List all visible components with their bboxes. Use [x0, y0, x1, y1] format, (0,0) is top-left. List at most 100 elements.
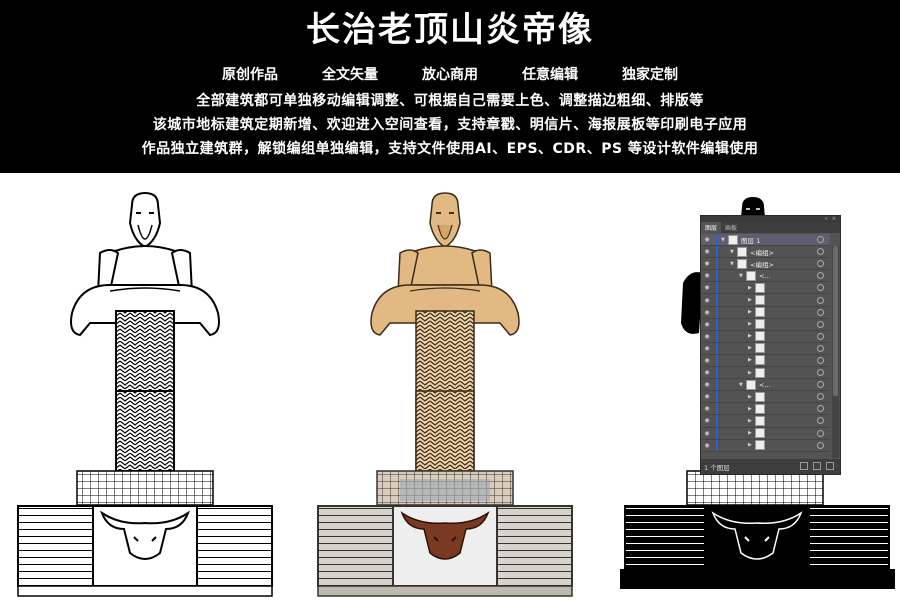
expand-toggle-icon[interactable]: ▶ — [748, 321, 752, 328]
expand-toggle-icon[interactable]: ▼ — [739, 272, 743, 279]
expand-toggle-icon[interactable]: ▼ — [739, 381, 743, 388]
panel-scrollbar[interactable] — [832, 246, 839, 458]
statue-silhouette — [615, 173, 895, 601]
layer-row[interactable]: ◉▶ — [701, 330, 830, 343]
visibility-eye-icon[interactable]: ◉ — [704, 236, 710, 244]
visibility-eye-icon[interactable]: ◉ — [704, 417, 710, 425]
delete-layer-icon[interactable] — [826, 462, 834, 470]
visibility-eye-icon[interactable]: ◉ — [704, 284, 710, 292]
layer-row[interactable]: ◉▶ — [701, 294, 830, 307]
visibility-eye-icon[interactable]: ◉ — [704, 248, 710, 256]
layer-thumbnail — [746, 270, 756, 281]
visibility-eye-icon[interactable]: ◉ — [704, 260, 710, 268]
panel-titlebar[interactable]: « × — [701, 216, 840, 222]
expand-toggle-icon[interactable]: ▶ — [748, 284, 752, 291]
layer-row[interactable]: ◉▶ — [701, 282, 830, 295]
target-circle-icon[interactable] — [817, 344, 824, 352]
target-circle-icon[interactable] — [817, 248, 824, 256]
feature-vector: 全文矢量 — [322, 67, 378, 83]
target-circle-icon[interactable] — [817, 272, 824, 280]
target-circle-icon[interactable] — [817, 405, 824, 413]
expand-toggle-icon[interactable]: ▶ — [748, 357, 752, 364]
expand-toggle-icon[interactable]: ▶ — [748, 369, 752, 376]
layer-count: 1 个图层 — [704, 463, 730, 472]
expand-toggle-icon[interactable]: ▶ — [748, 430, 752, 437]
layer-color-bar — [716, 367, 718, 379]
target-circle-icon[interactable] — [817, 441, 824, 449]
target-circle-icon[interactable] — [817, 417, 824, 425]
new-sublayer-icon[interactable] — [800, 462, 808, 470]
target-circle-icon[interactable] — [817, 236, 824, 244]
layer-row[interactable]: ◉▶ — [701, 354, 830, 368]
expand-toggle-icon[interactable]: ▶ — [748, 417, 752, 424]
layer-thumbnail — [755, 415, 765, 426]
layer-row[interactable]: ◉▶ — [701, 415, 830, 428]
close-icon[interactable]: × — [831, 216, 836, 222]
target-circle-icon[interactable] — [817, 320, 824, 328]
layer-row[interactable]: ◉▶ — [701, 342, 830, 355]
layer-list: ◉▼图层 1◉▼<编组>◉▼<编组>◉▼<...◉▶◉▶◉▶◉▶◉▶◉▶◉▶◉▶… — [701, 234, 830, 452]
layer-row[interactable]: ◉▶ — [701, 306, 830, 319]
visibility-eye-icon[interactable]: ◉ — [704, 344, 710, 352]
layer-row[interactable]: ◉▶ — [701, 439, 830, 452]
expand-toggle-icon[interactable]: ▶ — [748, 442, 752, 449]
visibility-eye-icon[interactable]: ◉ — [704, 441, 710, 449]
layer-row[interactable]: ◉▶ — [701, 391, 830, 404]
layer-row[interactable]: ◉ ▼ <... — [701, 270, 830, 283]
layer-color-bar — [716, 439, 718, 451]
target-circle-icon[interactable] — [817, 284, 824, 292]
expand-toggle-icon[interactable]: ▶ — [748, 345, 752, 352]
visibility-eye-icon[interactable]: ◉ — [704, 296, 710, 304]
layer-label: <... — [759, 271, 771, 280]
layer-row[interactable]: ◉ ▼ <编组> — [701, 246, 830, 259]
tab-layers[interactable]: 图层 — [701, 222, 722, 233]
target-circle-icon[interactable] — [817, 381, 824, 389]
layer-row[interactable]: ◉▶ — [701, 427, 830, 440]
collapse-icon[interactable]: « — [824, 216, 828, 222]
target-circle-icon[interactable] — [817, 369, 824, 377]
layer-row[interactable]: ◉▶ — [701, 367, 830, 380]
expand-toggle-icon[interactable]: ▶ — [748, 333, 752, 340]
expand-toggle-icon[interactable]: ▼ — [730, 248, 734, 255]
layer-label: <编组> — [750, 248, 774, 257]
visibility-eye-icon[interactable]: ◉ — [704, 405, 710, 413]
visibility-eye-icon[interactable]: ◉ — [704, 356, 710, 364]
visibility-eye-icon[interactable]: ◉ — [704, 308, 710, 316]
scrollbar-thumb[interactable] — [833, 246, 838, 396]
expand-toggle-icon[interactable]: ▼ — [721, 236, 725, 243]
target-circle-icon[interactable] — [817, 260, 824, 268]
visibility-eye-icon[interactable]: ◉ — [704, 272, 710, 280]
description-line-3: 作品独立建筑群，解锁编组单独编辑，支持文件使用AI、EPS、CDR、PS 等设计… — [141, 141, 759, 157]
layer-color-bar — [716, 282, 718, 294]
statue-line-art — [10, 173, 280, 601]
description-line-2: 该城市地标建筑定期新增、欢迎进入空间查看，支持章戳、明信片、海报展板等印刷电子应… — [152, 117, 748, 133]
layer-row[interactable]: ◉▶ — [701, 318, 830, 331]
visibility-eye-icon[interactable]: ◉ — [704, 429, 710, 437]
target-circle-icon[interactable] — [817, 296, 824, 304]
visibility-eye-icon[interactable]: ◉ — [704, 369, 710, 377]
layers-panel[interactable]: « × 图层 画板 ◉▼图层 1◉▼<编组>◉▼<编组>◉▼<...◉▶◉▶◉▶… — [700, 215, 841, 475]
expand-toggle-icon[interactable]: ▶ — [748, 393, 752, 400]
expand-toggle-icon[interactable]: ▶ — [748, 297, 752, 304]
target-circle-icon[interactable] — [817, 308, 824, 316]
expand-toggle-icon[interactable]: ▶ — [748, 405, 752, 412]
layer-row[interactable]: ◉▼图层 1 — [701, 234, 830, 247]
visibility-eye-icon[interactable]: ◉ — [704, 381, 710, 389]
target-circle-icon[interactable] — [817, 332, 824, 340]
visibility-eye-icon[interactable]: ◉ — [704, 393, 710, 401]
new-layer-icon[interactable] — [813, 462, 821, 470]
tab-artboards[interactable]: 画板 — [725, 225, 738, 232]
layer-row[interactable]: ◉▶ — [701, 403, 830, 416]
layer-color-bar — [716, 294, 718, 306]
visibility-eye-icon[interactable]: ◉ — [704, 320, 710, 328]
target-circle-icon[interactable] — [817, 429, 824, 437]
expand-toggle-icon[interactable]: ▶ — [748, 309, 752, 316]
target-circle-icon[interactable] — [817, 356, 824, 364]
expand-toggle-icon[interactable]: ▼ — [730, 260, 734, 267]
layer-thumbnail — [755, 295, 765, 306]
visibility-eye-icon[interactable]: ◉ — [704, 332, 710, 340]
target-circle-icon[interactable] — [817, 393, 824, 401]
layer-row[interactable]: ◉▼<... — [701, 379, 830, 392]
layer-thumbnail — [755, 331, 765, 342]
layer-row[interactable]: ◉▼<编组> — [701, 258, 830, 271]
